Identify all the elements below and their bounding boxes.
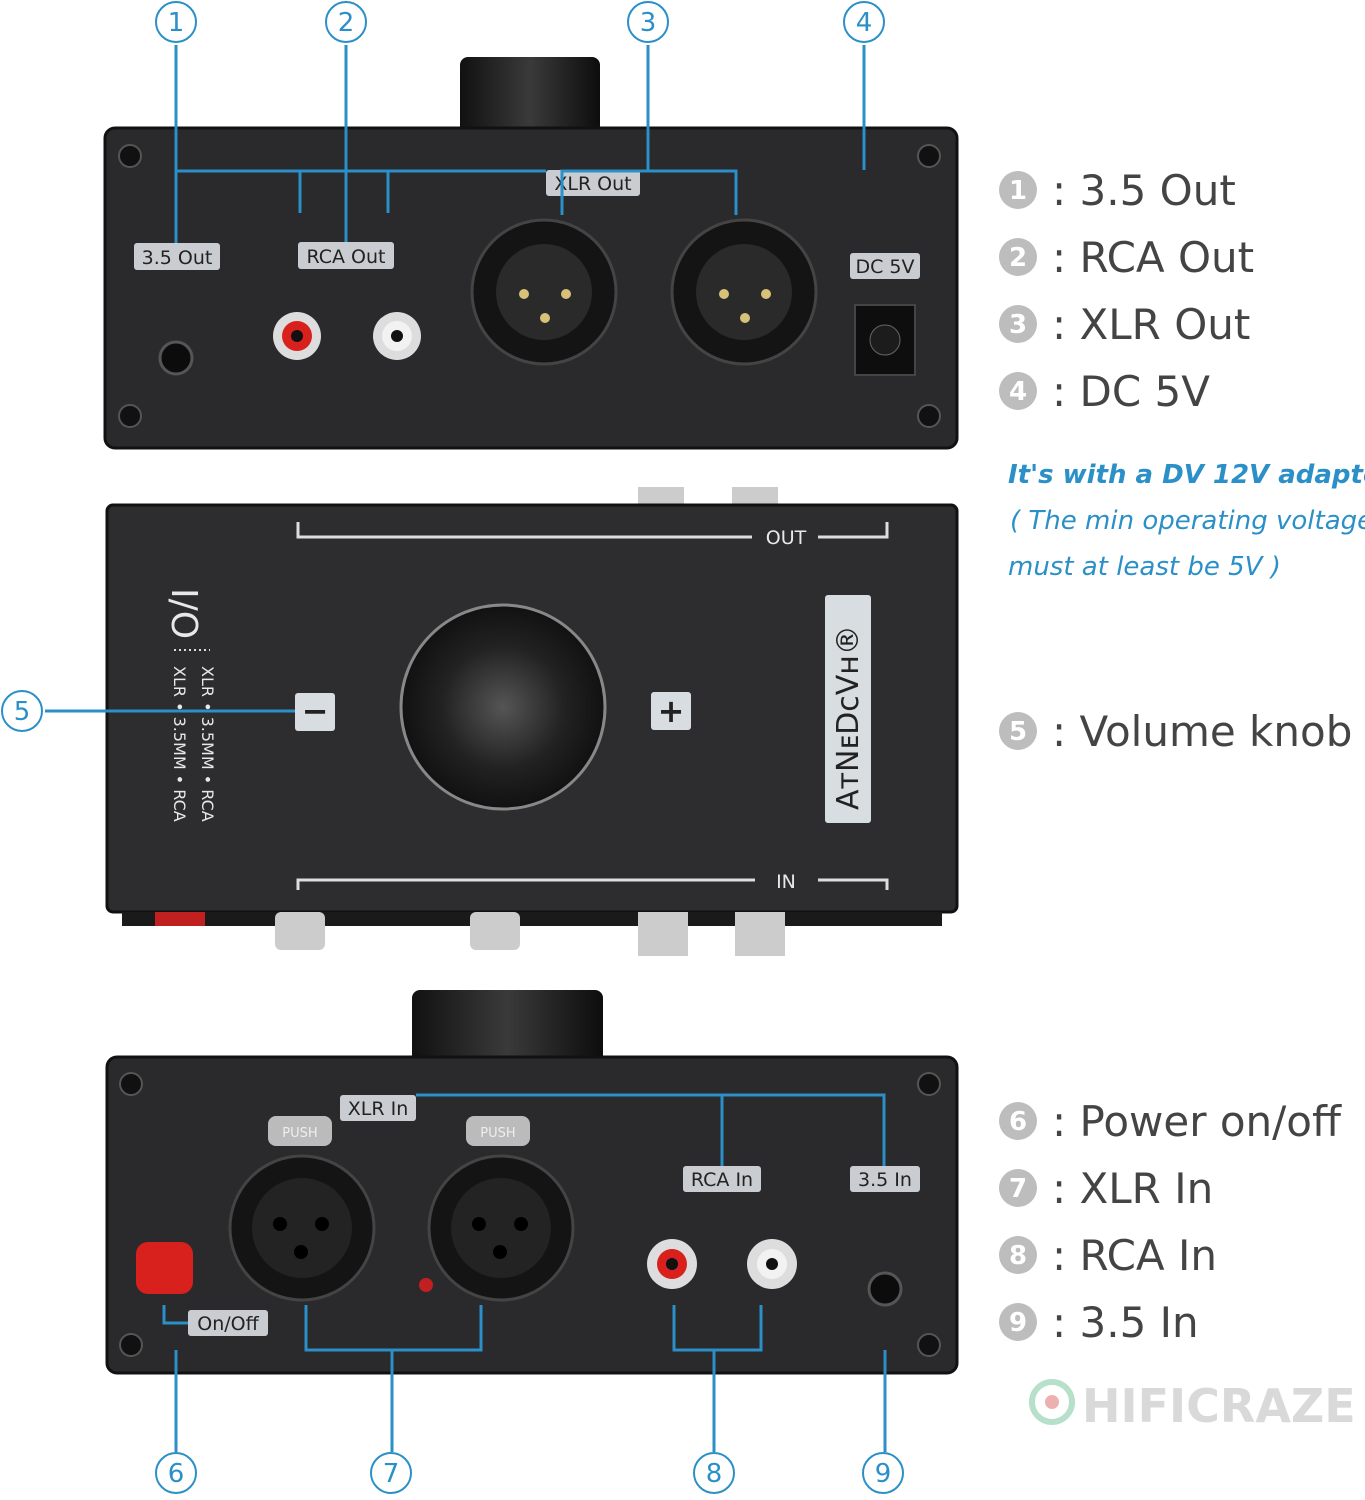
adapter-note-line-3: must at least be 5V ): [1008, 552, 1281, 582]
legend-marker: [999, 238, 1037, 276]
callout-circle: [1, 690, 43, 732]
label-onoff: On/Off: [197, 1313, 259, 1335]
svg-text:−: −: [302, 692, 329, 730]
in-label: IN: [776, 871, 796, 893]
legend-label: : Volume knob: [1052, 707, 1352, 756]
io-line-2: XLR • 3.5MM • RCA: [170, 666, 189, 822]
legend-number: 4: [1009, 377, 1027, 407]
volume-knob-side-front: [412, 990, 603, 1065]
svg-text:HIFICRAZE: HIFICRAZE: [1082, 1379, 1356, 1433]
legend-label: : 3.5 In: [1052, 1298, 1199, 1347]
legend-label: : XLR In: [1052, 1164, 1213, 1213]
front-panel: PUSH PUSH XLR In RCA In 3.5 In On/Off: [105, 990, 959, 1452]
legend-number: 9: [1009, 1308, 1027, 1338]
callout-number: 4: [856, 8, 873, 38]
legend-marker: [999, 171, 1037, 209]
callout-number: 8: [706, 1459, 723, 1489]
volume-plus-icon: [651, 692, 691, 730]
out-label: OUT: [766, 527, 807, 549]
power-led: [419, 1278, 433, 1292]
legend: 1 : 3.5 Out 2 : RCA Out 3 : XLR Out 4 : DC 5V 5:…: [999, 166, 1352, 1347]
callout-circle: [155, 1452, 197, 1494]
label-rca-out: RCA Out: [306, 246, 385, 268]
callout-number: 6: [168, 1459, 185, 1489]
callout-markers: 1 2 3 4 5 6 7 8 9: [1, 1, 904, 1494]
svg-text:+: +: [658, 692, 685, 730]
legend-marker: [999, 1169, 1037, 1207]
volume-knob[interactable]: [399, 603, 607, 811]
label-xlr-out: XLR Out: [554, 173, 631, 195]
legend-number: 2: [1009, 243, 1027, 273]
top-panel: OUT IN I/O XLR • 3.5MM • RCA XLR • 3.5MM…: [45, 487, 959, 956]
jack-35-out: [158, 340, 194, 376]
legend-number: 1: [1009, 176, 1027, 206]
callout-circle: [325, 1, 367, 43]
screws: [118, 144, 941, 428]
brand-logo: [825, 595, 871, 823]
jack-35-in: [867, 1271, 903, 1307]
legend-label: : RCA Out: [1052, 233, 1254, 282]
callout-circle: [843, 1, 885, 43]
io-label: I/O: [163, 588, 204, 639]
callout-lines-rear: [174, 45, 866, 243]
label-rca-in: RCA In: [691, 1169, 753, 1191]
legend-number: 7: [1009, 1174, 1027, 1204]
adapter-note-title: It's with a DV 12V adapter: [1008, 460, 1365, 490]
legend-marker: [999, 1303, 1037, 1341]
legend-number: 3: [1009, 310, 1027, 340]
legend-number: 6: [1009, 1107, 1027, 1137]
label-dc: DC 5V: [855, 256, 914, 278]
legend-marker: [999, 1102, 1037, 1140]
callout-circle: [627, 1, 669, 43]
svg-text:PUSH: PUSH: [480, 1126, 515, 1141]
legend-marker: [999, 1236, 1037, 1274]
callout-number: 3: [640, 8, 657, 38]
xlr-in-right: PUSH: [427, 1116, 575, 1302]
callout-lines-front: [162, 1093, 887, 1452]
volume-knob-side: [460, 57, 600, 137]
label-35-in: 3.5 In: [858, 1169, 912, 1191]
adapter-note-line-2: ( The min operating voltage: [1010, 506, 1365, 536]
label-35-out: 3.5 Out: [142, 247, 213, 269]
legend-marker: [999, 305, 1037, 343]
callout-circle: [155, 1, 197, 43]
legend-marker: [999, 712, 1037, 750]
legend-marker: [999, 372, 1037, 410]
callout-circle: [862, 1452, 904, 1494]
watermark-logo: HIFICRAZE: [1029, 1379, 1356, 1433]
legend-number: 5: [1009, 717, 1027, 747]
volume-minus-icon: [295, 693, 335, 731]
callout-number: 5: [14, 697, 31, 727]
legend-label: : XLR Out: [1052, 300, 1250, 349]
xlr-in-left: PUSH: [228, 1116, 376, 1302]
label-xlr-in: XLR In: [348, 1098, 409, 1120]
callout-number: 9: [875, 1459, 892, 1489]
callout-number: 1: [168, 8, 185, 38]
svg-text:PUSH: PUSH: [282, 1126, 317, 1141]
rear-panel: 3.5 Out RCA Out XLR Out DC 5V: [103, 45, 959, 450]
legend-label: : RCA In: [1052, 1231, 1217, 1280]
legend-label: : 3.5 Out: [1052, 166, 1236, 215]
svg-text:AᴛNᴇDᴄVʜ®: AᴛNᴇDᴄVʜ®: [831, 625, 866, 810]
power-button[interactable]: [136, 1242, 193, 1294]
callout-circle: [370, 1452, 412, 1494]
legend-label: : DC 5V: [1052, 367, 1210, 416]
legend-label: : Power on/off: [1052, 1097, 1342, 1146]
io-line-1: XLR • 3.5MM • RCA: [198, 666, 217, 822]
xlr-out-left: [470, 218, 618, 366]
callout-number: 7: [383, 1459, 400, 1489]
xlr-out-right: [670, 218, 818, 366]
callout-circle: [693, 1452, 735, 1494]
callout-number: 2: [338, 8, 355, 38]
legend-number: 8: [1009, 1241, 1027, 1271]
